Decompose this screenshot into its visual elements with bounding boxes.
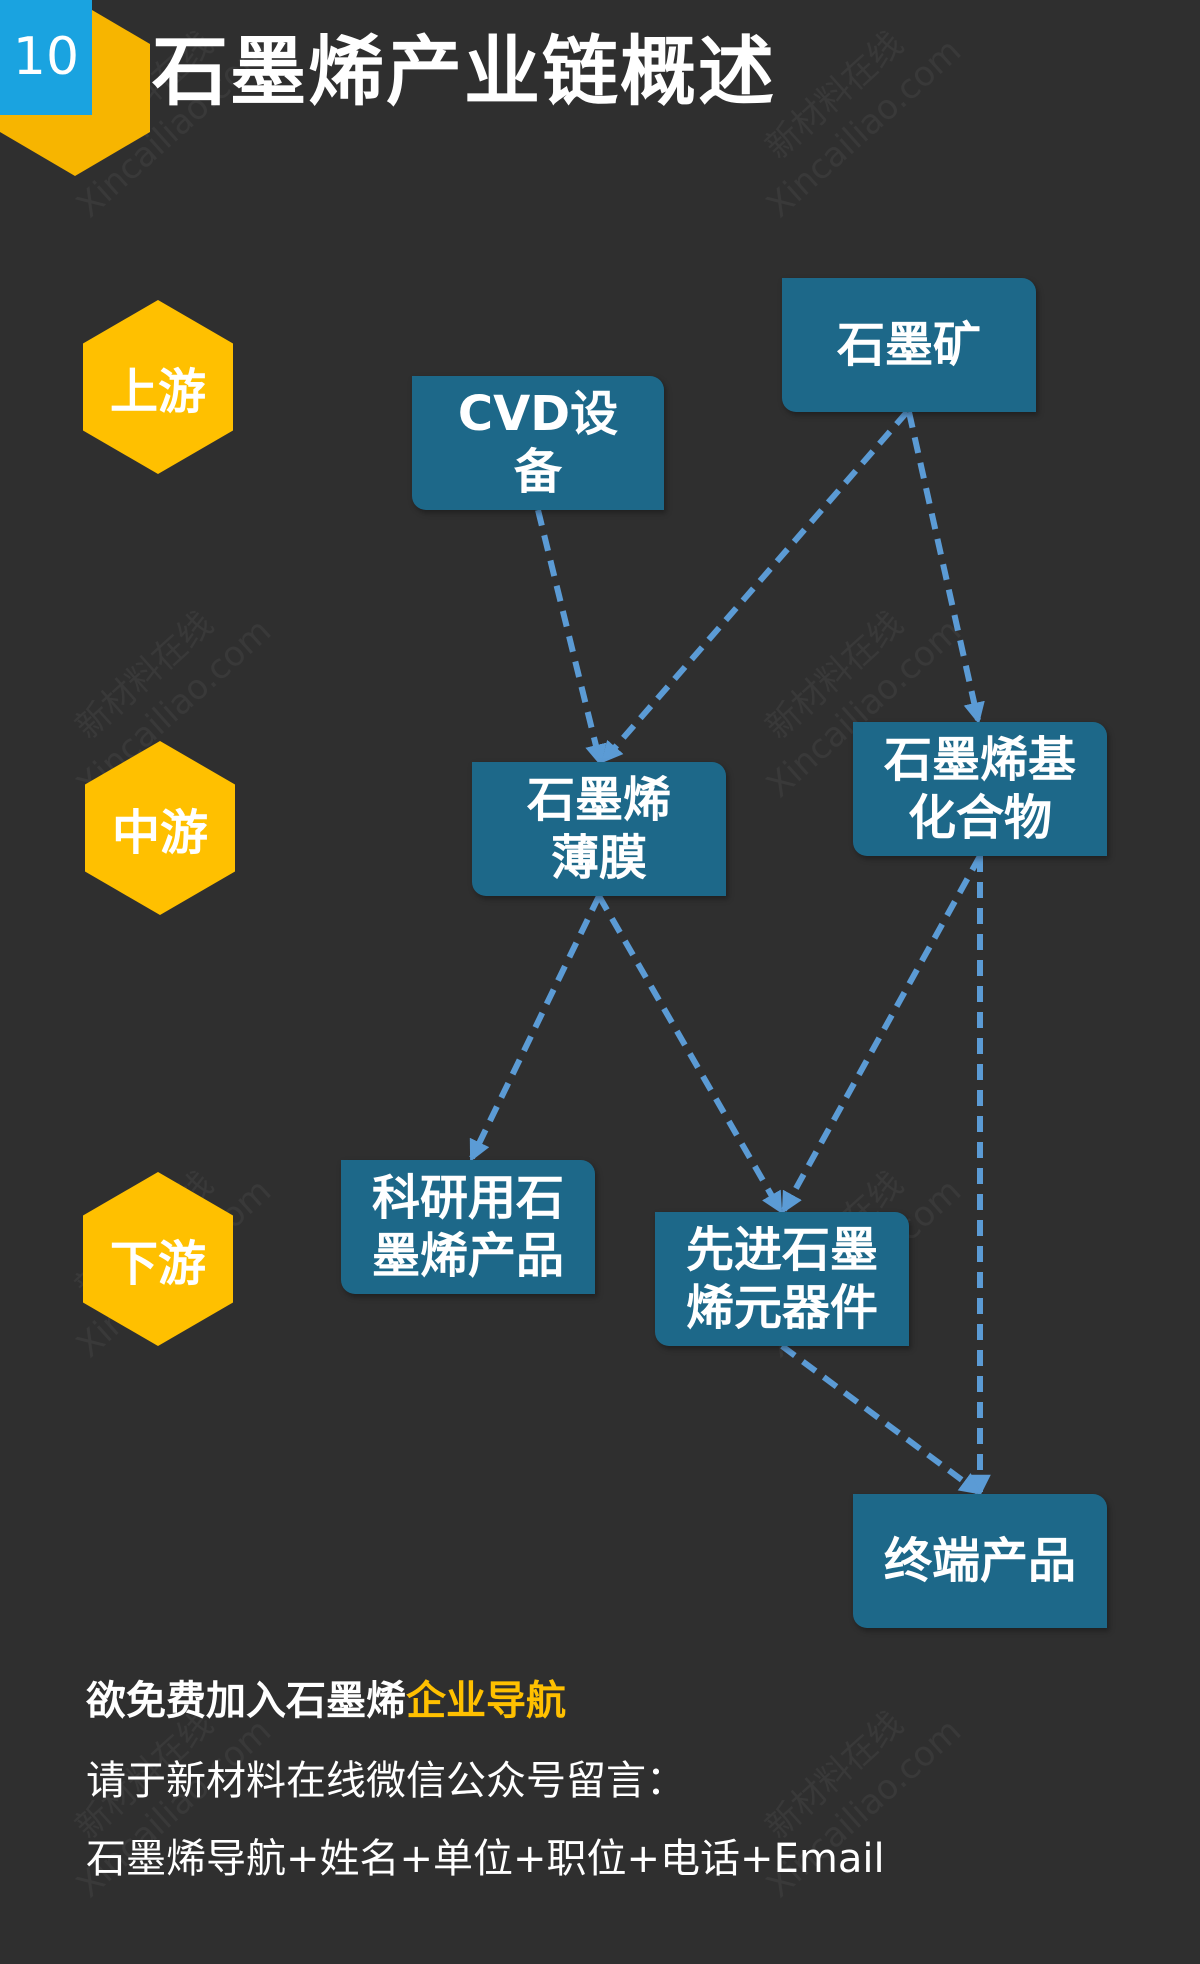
stage-downstream: 下游: [83, 1172, 233, 1346]
node-label: CVD设 备: [457, 386, 619, 500]
node-terminal-products: 终端产品: [853, 1494, 1107, 1628]
arrow-ore-to-compound: [906, 411, 985, 725]
node-label: 石墨矿: [836, 317, 981, 373]
page-title: 石墨烯产业链概述: [152, 27, 776, 116]
stage-midstream: 中游: [85, 741, 235, 915]
stage-upstream: 上游: [83, 300, 233, 474]
node-label: 先进石墨 烯元器件: [685, 1222, 878, 1336]
node-graphene-film: 石墨烯 薄膜: [472, 762, 726, 896]
node-graphite-ore: 石墨矿: [782, 278, 1036, 412]
footer-line-3: 石墨烯导航+姓名+单位+职位+电话+Email: [86, 1836, 885, 1882]
node-label: 终端产品: [883, 1533, 1076, 1589]
node-graphene-compound: 石墨烯基 化合物: [853, 722, 1107, 856]
footer-line-1: 欲免费加入石墨烯企业导航: [86, 1668, 566, 1726]
footer-highlight: 企业导航: [406, 1678, 566, 1724]
footer-line-2: 请于新材料在线微信公众号留言：: [86, 1758, 686, 1804]
page-number: 10: [0, 0, 92, 115]
node-label: 科研用石 墨烯产品: [371, 1170, 564, 1284]
arrow-cvd-to-film: [535, 509, 607, 767]
arrow-film-to-research: [469, 894, 602, 1162]
node-research-products: 科研用石 墨烯产品: [341, 1160, 595, 1294]
node-label: 石墨烯 薄膜: [526, 772, 671, 886]
arrow-device-to-terminal: [780, 1343, 982, 1495]
arrow-film-to-device: [596, 894, 783, 1214]
flow-arrows: [469, 410, 991, 1497]
node-label: 石墨烯基 化合物: [883, 732, 1076, 846]
node-advanced-devices: 先进石墨 烯元器件: [655, 1212, 909, 1346]
footer-prefix: 欲免费加入石墨烯: [86, 1678, 406, 1724]
node-cvd-equipment: CVD设 备: [412, 376, 664, 510]
arrow-compound-to-device: [781, 854, 983, 1214]
